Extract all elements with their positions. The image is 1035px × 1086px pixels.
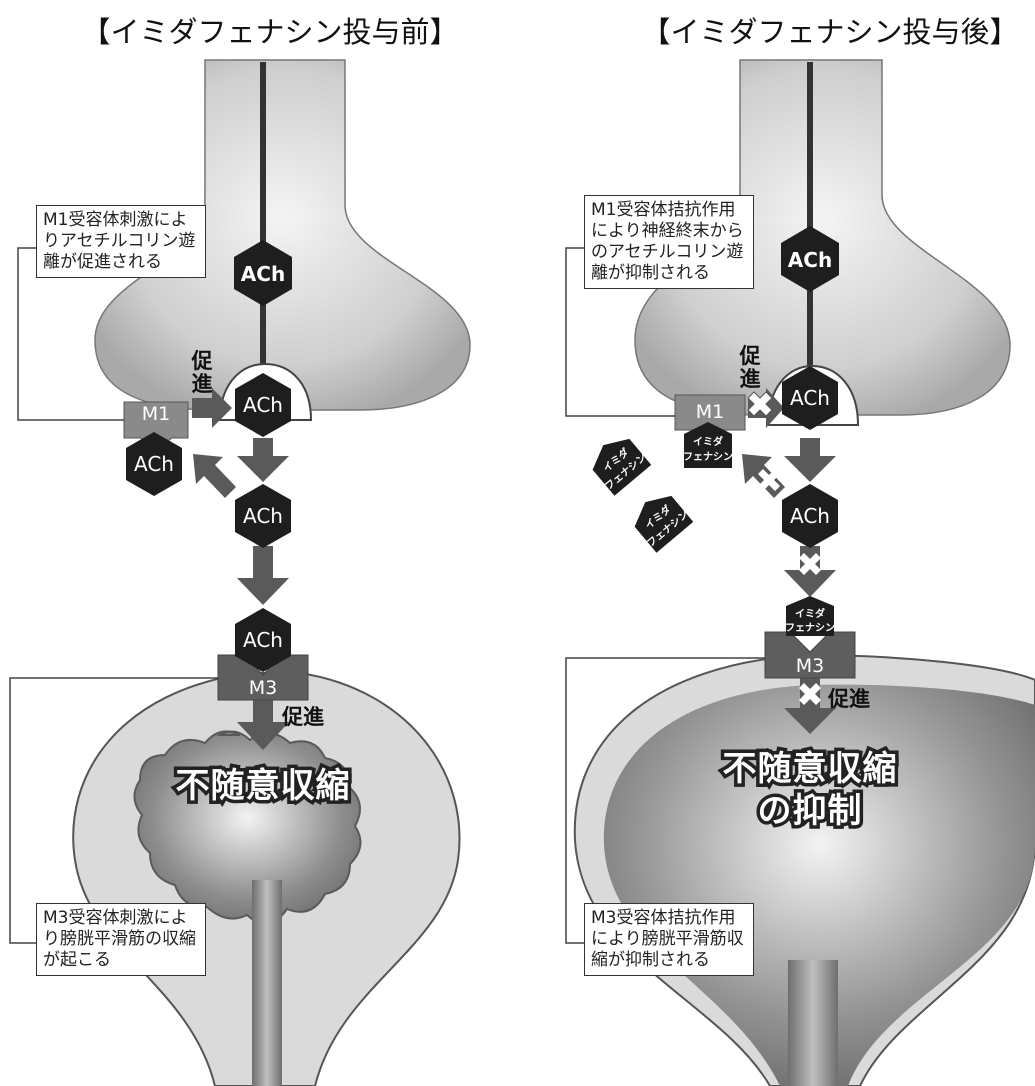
arrow-down-2-left	[237, 546, 289, 605]
m1-receptor-right	[674, 394, 746, 431]
svg-text:ACh: ACh	[241, 262, 285, 286]
right-note-m3: M3受容体拮抗作用により膀胱平滑筋収縮が抑制される	[584, 903, 754, 976]
left-promote-vertical: 促進	[191, 349, 213, 396]
ach-hex-right-3: ACh	[782, 484, 838, 548]
m1-label-left: M1	[142, 403, 170, 425]
left-note-m1: M1受容体刺激によりアセチルコリン遊離が促進される	[36, 205, 206, 278]
drug-on-m3: イミダ フェナシン	[785, 596, 835, 636]
ach-hex-left-5: ACh	[235, 608, 291, 672]
m1-label-right: M1	[696, 401, 724, 423]
arrow-feedback-left	[193, 454, 236, 498]
m3-label-right: M3	[796, 655, 824, 677]
svg-text:ACh: ACh	[243, 504, 283, 528]
block-x-icon	[799, 553, 821, 575]
block-x-icon	[799, 683, 821, 705]
arrow-m1-to-ach-left	[192, 388, 232, 428]
right-title: 【イミダフェナシン投与後】	[641, 15, 1019, 49]
urethra-left	[252, 880, 282, 1086]
block-x-icon	[758, 469, 780, 491]
ach-hex-right-1: ACh	[781, 226, 839, 292]
right-note-m1: M1受容体拮抗作用により神経終末からのアセチルコリン遊離が抑制される	[584, 195, 754, 289]
ach-hex-left-1: ACh	[234, 240, 292, 306]
svg-text:ACh: ACh	[790, 386, 830, 410]
left-title: 【イミダフェナシン投与前】	[81, 15, 459, 49]
arrow-down-3-left	[237, 698, 289, 750]
arrow-down-2-right	[784, 546, 836, 597]
drug-free-2: イミダ フェナシン	[634, 495, 694, 553]
arrow-down-1-right	[784, 438, 836, 482]
svg-text:ACh: ACh	[243, 628, 283, 652]
svg-text:ACh: ACh	[243, 393, 283, 417]
svg-text:イミダ: イミダ	[693, 435, 723, 448]
block-x-icon	[747, 391, 773, 417]
svg-text:イミダ: イミダ	[795, 607, 825, 620]
ach-hex-left-4: ACh	[235, 484, 291, 548]
svg-text:フェナシン: フェナシン	[683, 451, 733, 463]
ach-hex-left-3: ACh	[126, 432, 182, 496]
urethra-right	[788, 960, 838, 1086]
ach-hex-right-2: ACh	[782, 366, 838, 430]
svg-text:ACh: ACh	[788, 248, 832, 272]
drug-on-m1: イミダ フェナシン	[683, 422, 733, 468]
ach-hex-left-2: ACh	[235, 373, 291, 437]
left-note-m3: M3受容体刺激により膀胱平滑筋の収縮が起こる	[36, 903, 206, 976]
svg-text:フェナシン: フェナシン	[785, 622, 835, 634]
right-effect: 不随意収縮の抑制	[719, 746, 900, 835]
right-promote-label: 促進	[828, 687, 870, 711]
left-effect: 不随意収縮	[172, 763, 353, 810]
bladder-lumen-relaxed	[603, 684, 1035, 1086]
left-promote-label: 促進	[282, 705, 324, 729]
drug-free-1: イミダ フェナシン	[592, 438, 652, 496]
svg-text:ACh: ACh	[134, 452, 174, 476]
arrow-down-1-left	[237, 438, 289, 482]
svg-text:ACh: ACh	[790, 504, 830, 528]
m3-label-left: M3	[249, 677, 277, 699]
arrow-down-3-right	[784, 678, 836, 734]
right-promote-vertical: 促進	[739, 344, 761, 391]
